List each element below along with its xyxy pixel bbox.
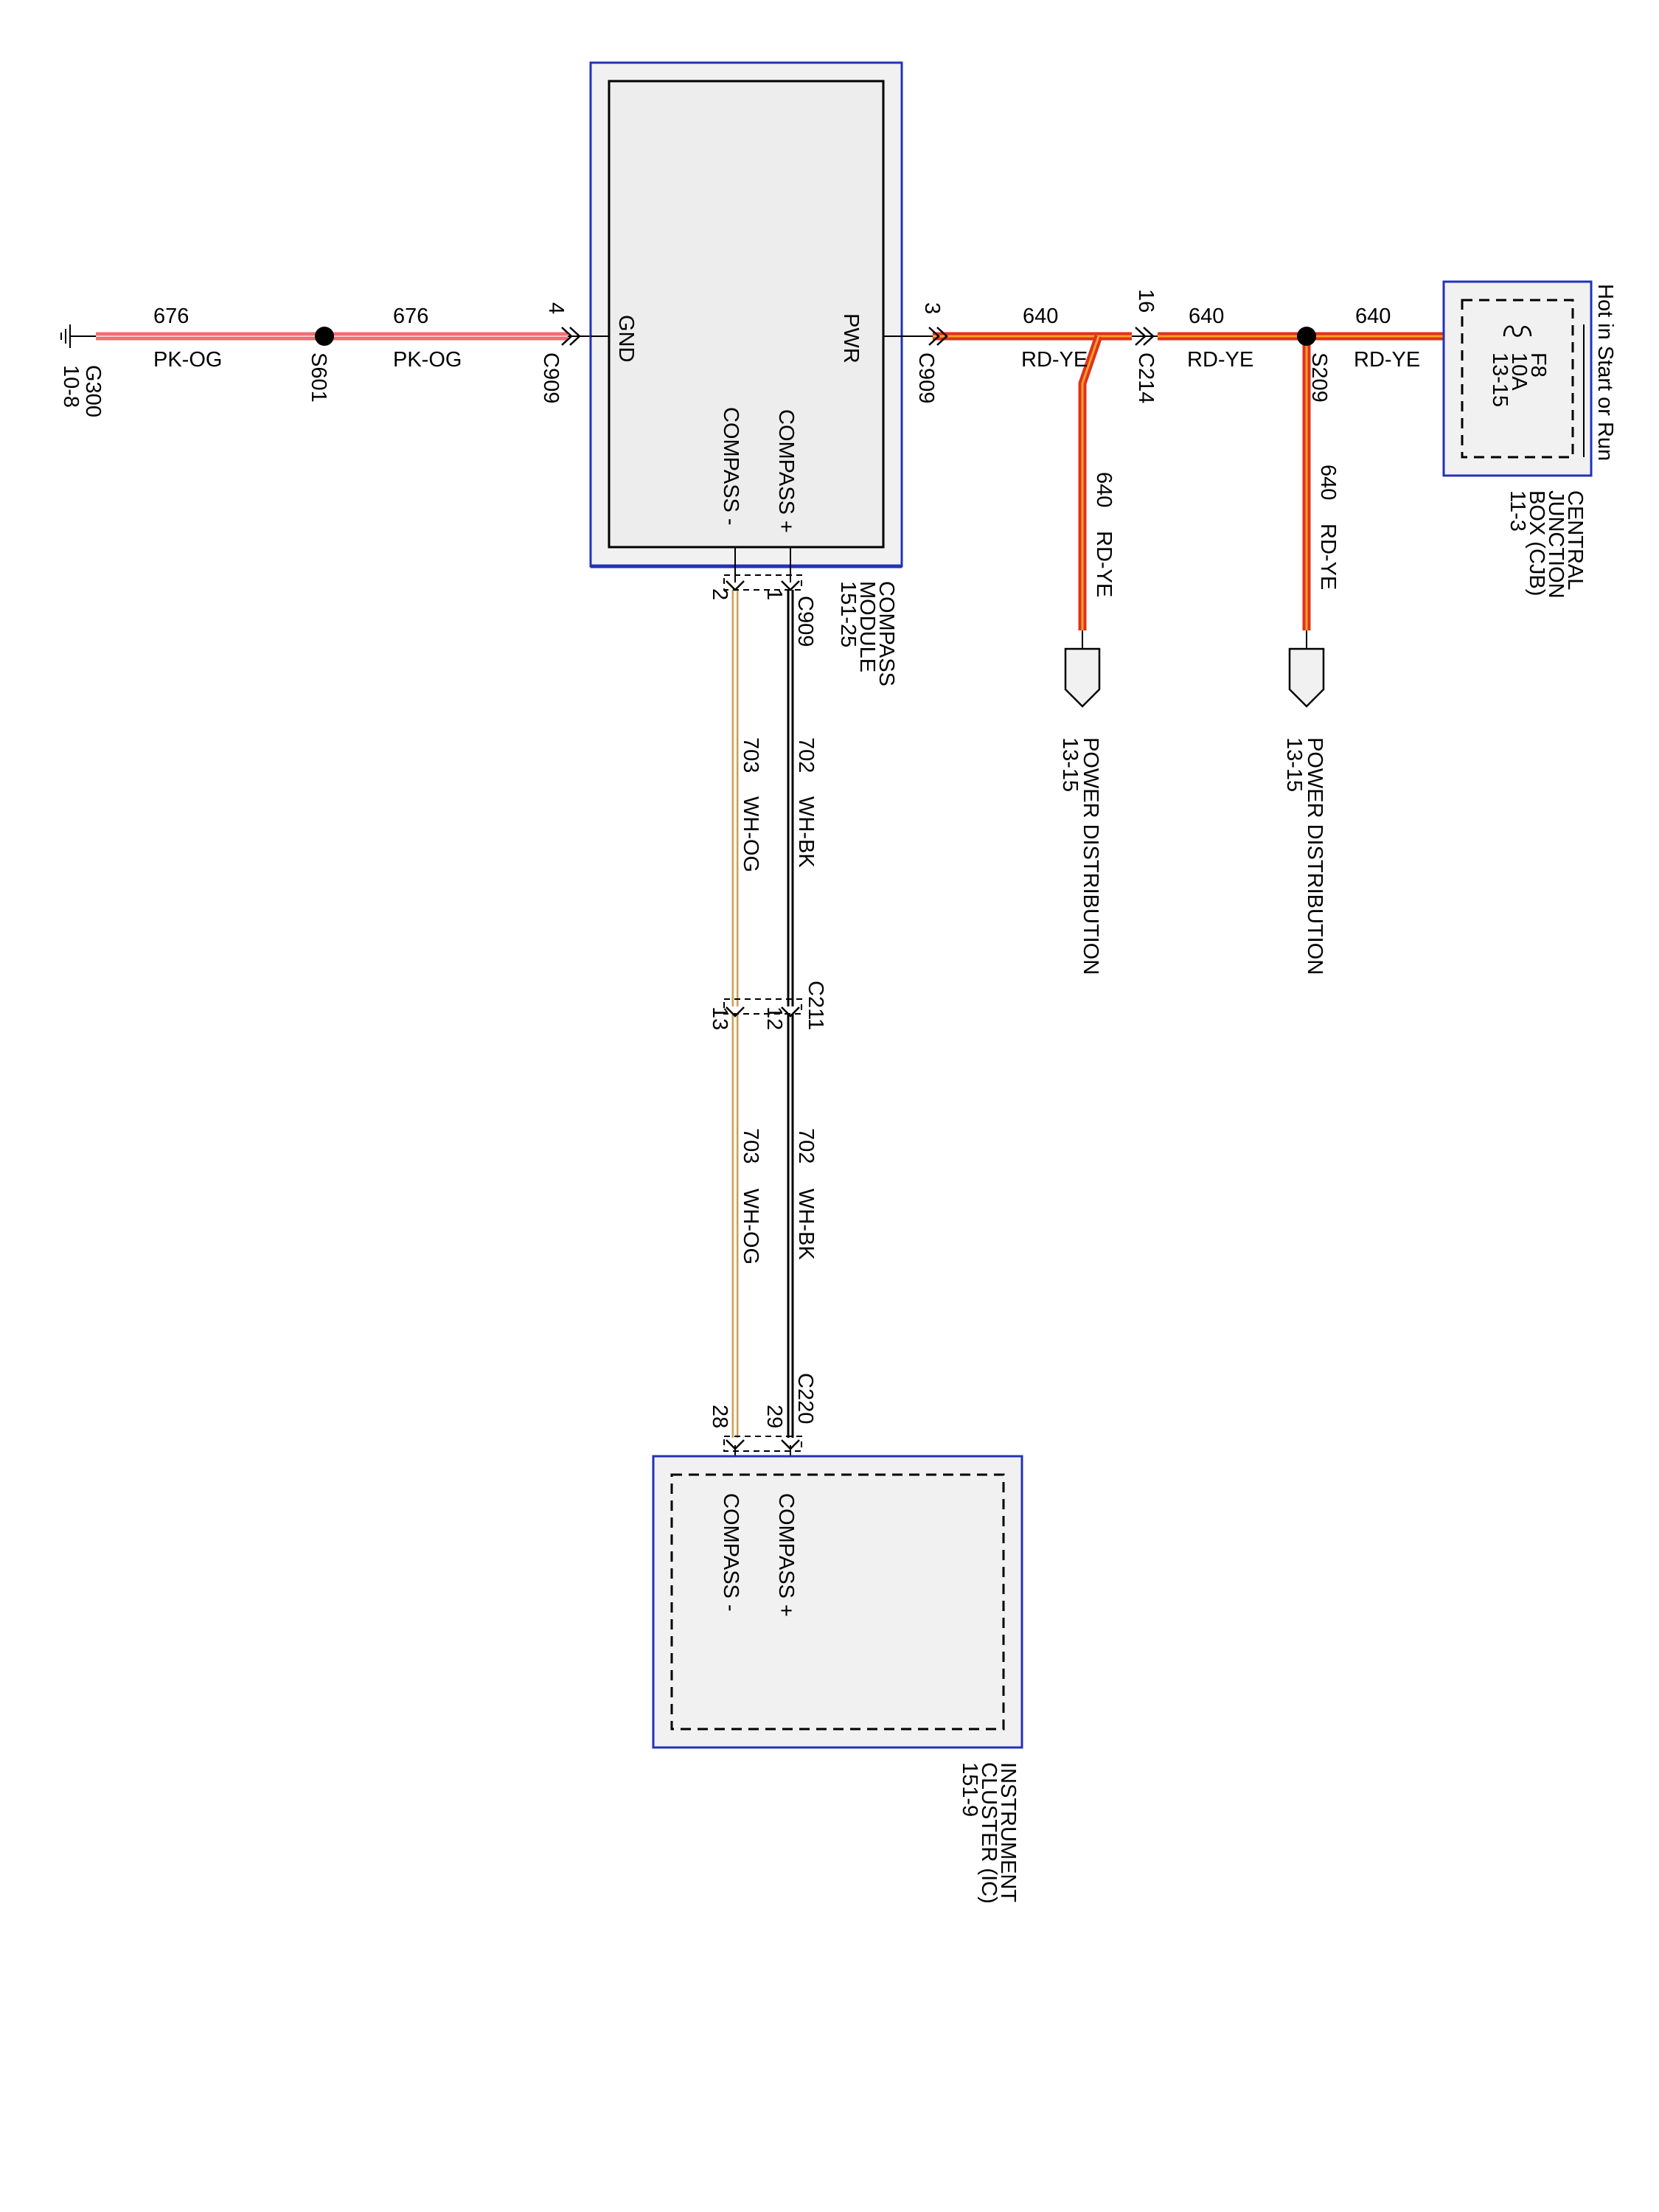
fuse-f8-page: 13-15 xyxy=(1488,352,1512,407)
connector-c220-minus-chevron xyxy=(726,1439,745,1450)
connector-c909-pin-2: 2 xyxy=(708,588,731,600)
power-distribution-arrow-icon xyxy=(1064,647,1101,708)
power-distribution-1-name: POWER DISTRIBUTION xyxy=(1079,737,1102,975)
splice-s209-dot xyxy=(1297,327,1316,346)
connector-c220-plus-chevron xyxy=(781,1439,800,1450)
circuit-702-upper-num: 702 xyxy=(794,737,818,773)
instrument-cluster: COMPASS + COMPASS - INSTRUMENT CLUSTER (… xyxy=(652,1455,1023,1904)
connector-c220-label: C220 xyxy=(793,1373,817,1424)
compass-module-pin-minus: COMPASS - xyxy=(719,407,742,526)
instrument-cluster-outer-box xyxy=(652,1455,1023,1749)
connector-c909-minus-chevron xyxy=(726,580,745,591)
connector-c211-pin-12: 12 xyxy=(762,1006,786,1030)
instrument-cluster-pin-minus: COMPASS - xyxy=(719,1493,742,1612)
circuit-676-right-color: PK-OG xyxy=(393,348,462,372)
connector-c211-plus-chevron xyxy=(781,1006,800,1018)
circuit-640-b-color: RD-YE xyxy=(1187,348,1253,372)
connector-c909-gnd-label: C909 xyxy=(539,352,563,403)
circuit-703-upper-color: WH-OG xyxy=(739,796,762,872)
compass-module-inner-box xyxy=(608,80,885,549)
instrument-cluster-name-line1: INSTRUMENT xyxy=(996,1762,1020,1902)
circuit-640-branch-1-num: 640 xyxy=(1092,472,1116,507)
compass-module-pin-plus: COMPASS + xyxy=(774,409,798,533)
circuit-676-left-num: 676 xyxy=(153,305,189,328)
connector-c220-pin-28: 28 xyxy=(708,1405,731,1428)
connector-c909-plus-chevron xyxy=(781,580,800,591)
circuit-703-lower-num: 703 xyxy=(739,1128,762,1164)
circuit-640-a-num: 640 xyxy=(1023,305,1058,328)
connector-c211-minus-chevron xyxy=(726,1006,745,1018)
instrument-cluster-name-line2: CLUSTER (IC) xyxy=(977,1762,1001,1904)
power-distribution-1: POWER DISTRIBUTION 13-15 xyxy=(1058,630,1102,975)
cjb-name-line4: 11-3 xyxy=(1506,490,1529,532)
ground-symbol-icon xyxy=(60,324,96,348)
circuit-702-lower-color: WH-BK xyxy=(794,1189,818,1260)
circuit-640-a-color: RD-YE xyxy=(1021,348,1088,372)
cjb-name-line1: CENTRAL xyxy=(1563,490,1587,590)
connector-c214-label: C214 xyxy=(1134,352,1158,403)
cjb-outer-box xyxy=(1442,280,1593,477)
connector-c909-gnd-pin: 4 xyxy=(544,302,568,314)
circuit-703-lower-color: WH-OG xyxy=(739,1189,762,1265)
fuse-f8-icon xyxy=(1503,325,1532,337)
circuit-640-branch-2-color: RD-YE xyxy=(1316,524,1340,590)
compass-module-pin-gnd: GND xyxy=(614,315,638,362)
circuit-640-c-color: RD-YE xyxy=(1354,348,1420,372)
circuit-640-b-num: 640 xyxy=(1189,305,1224,328)
circuit-702-lower-num: 702 xyxy=(794,1128,818,1164)
central-junction-box: F8 10A 13-15 Hot in Start or Run CENTRAL… xyxy=(1442,280,1617,599)
connector-c909-bottom-label: C909 xyxy=(793,596,817,647)
power-distribution-2-name: POWER DISTRIBUTION xyxy=(1303,737,1326,975)
cjb-hot-label: Hot in Start or Run xyxy=(1593,284,1617,461)
circuit-640-branch-2-num: 640 xyxy=(1316,465,1340,500)
cjb-name-line2: JUNCTION xyxy=(1544,490,1568,599)
circuit-640-c-num: 640 xyxy=(1355,305,1391,328)
circuit-703-upper-num: 703 xyxy=(739,737,762,773)
connector-c909-pwr-label: C909 xyxy=(914,352,938,403)
connector-c909-pin-1: 1 xyxy=(762,588,786,600)
compass-signal-circuits: C909 1 2 C211 12 13 C220 29 28 702 WH-BK… xyxy=(708,547,827,1478)
connector-c909-pwr-chevron xyxy=(928,327,940,346)
connector-c909-gnd-chevron xyxy=(561,327,573,346)
connector-c909-pwr-pin: 3 xyxy=(920,302,944,314)
compass-module: GND PWR COMPASS + COMPASS - COMPASS MODU… xyxy=(589,61,903,686)
connector-c214-pin: 16 xyxy=(1134,289,1158,313)
splice-s601-label: S601 xyxy=(307,352,330,403)
connector-c211-label: C211 xyxy=(804,981,827,1030)
compass-module-name-line2: MODULE xyxy=(855,581,879,672)
instrument-cluster-pin-plus: COMPASS + xyxy=(774,1493,798,1617)
power-distribution-1-page: 13-15 xyxy=(1058,737,1082,792)
connector-c211-box xyxy=(723,998,802,1015)
fuse-f8-label: F8 xyxy=(1526,352,1550,378)
compass-module-name-line1: COMPASS xyxy=(874,581,898,686)
cjb-name-line3: BOX (CJB) xyxy=(1525,490,1548,596)
circuit-676-left-color: PK-OG xyxy=(153,348,222,372)
ground-g300-label: G300 xyxy=(81,365,105,417)
compass-module-pin-pwr: PWR xyxy=(839,313,863,364)
circuit-676-right-num: 676 xyxy=(393,305,428,328)
instrument-cluster-name-line3: 151-9 xyxy=(958,1762,981,1817)
power-distribution-arrow-icon xyxy=(1288,647,1325,708)
connector-c220-box xyxy=(723,1436,802,1452)
connector-c909-bottom-box xyxy=(723,574,802,591)
fuse-f8-rating: 10A xyxy=(1507,352,1531,391)
cjb-inner-dashed-box xyxy=(1461,299,1574,459)
compass-module-name-line3: 151-25 xyxy=(836,581,860,647)
connector-c211-pin-13: 13 xyxy=(708,1006,731,1030)
connector-c220-pin-29: 29 xyxy=(762,1405,786,1428)
ground-circuit: 676 PK-OG 676 PK-OG G300 10-8 S601 C909 … xyxy=(59,302,612,417)
power-distribution-2: POWER DISTRIBUTION 13-15 xyxy=(1282,630,1326,975)
circuit-640-branch-1-color: RD-YE xyxy=(1092,531,1116,597)
ground-g300-page: 10-8 xyxy=(59,365,83,408)
splice-s209-label: S209 xyxy=(1307,352,1331,403)
circuit-702-upper-color: WH-BK xyxy=(794,796,818,868)
power-distribution-2-page: 13-15 xyxy=(1282,737,1306,792)
splice-s601-dot xyxy=(315,327,334,346)
connector-c214-chevron xyxy=(1135,327,1147,346)
instrument-cluster-inner-dashed-box xyxy=(670,1473,1005,1731)
